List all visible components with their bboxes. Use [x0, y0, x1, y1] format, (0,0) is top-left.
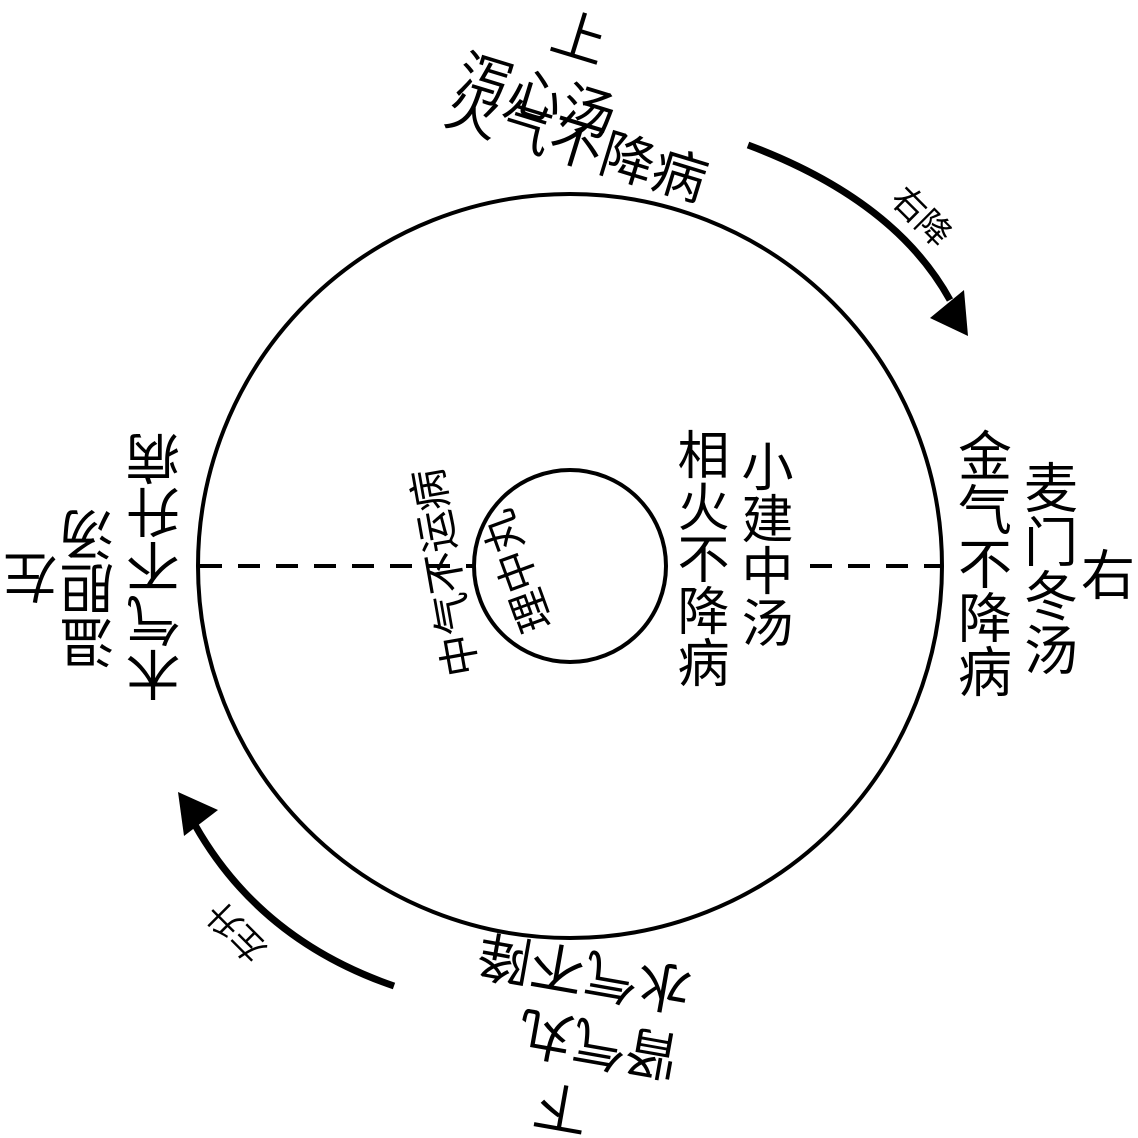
inner-right-condition: 相火不降病 [668, 428, 728, 688]
top-position-label: 上 [544, 0, 614, 76]
left-condition: 木气不升病 [127, 432, 190, 702]
inner-left-formula: 理中丸 [473, 503, 562, 638]
arrow-label-right-descend: 右降 [883, 179, 959, 255]
right-descend-arrowhead [930, 290, 968, 336]
right-condition: 金气不降病 [949, 428, 1012, 698]
right-position-label: 右 [1081, 545, 1135, 608]
left-ascend-arrowhead [178, 792, 218, 836]
arrow-label-left-ascend: 左升 [199, 893, 275, 969]
left-ascend-arrow [191, 823, 396, 990]
left-position-label: 左 [3, 544, 57, 607]
inner-right-formula: 小建中汤 [732, 440, 792, 648]
left-formula: 温胆汤 [61, 508, 124, 670]
right-formula: 麦门冬汤 [1015, 460, 1078, 676]
bottom-position-label: 下 [529, 1072, 593, 1138]
right-descend-arrow [746, 141, 954, 302]
